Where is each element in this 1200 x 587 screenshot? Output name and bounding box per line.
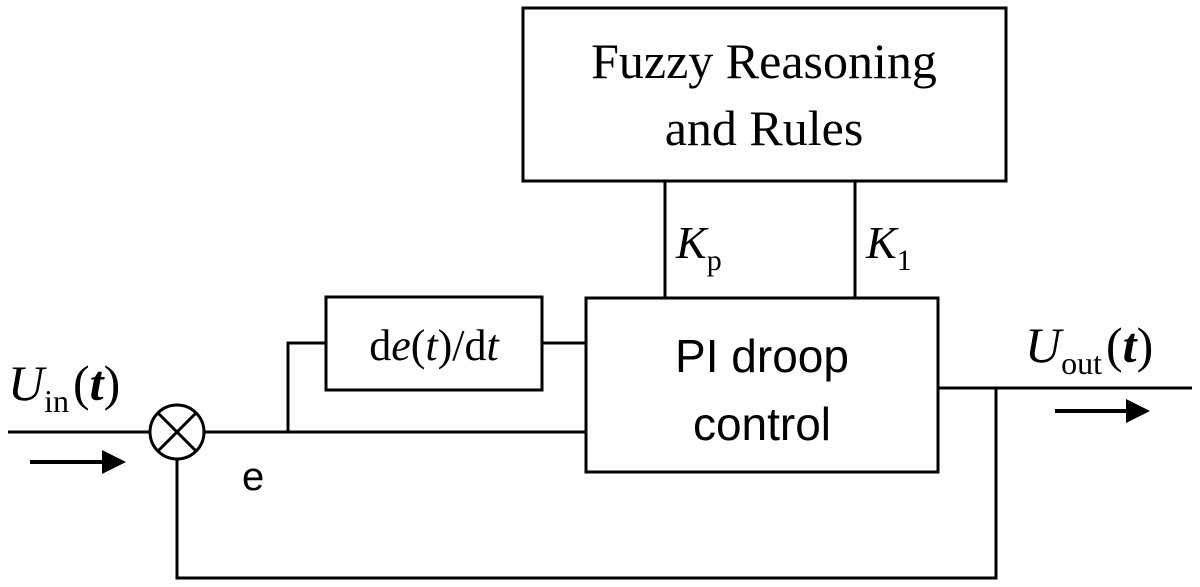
uout-label: Uout(t) xyxy=(1025,317,1153,381)
output-direction-arrow xyxy=(1055,399,1150,423)
fuzzy-block-label-line2: and Rules xyxy=(665,100,864,156)
derivative-label: de(t)/dt xyxy=(369,321,500,370)
pi-block-label-line1: PI droop xyxy=(675,330,849,382)
kp-sub: p xyxy=(707,244,722,277)
fuzzy-reasoning-block: Fuzzy Reasoning and Rules xyxy=(521,6,1008,183)
pi-droop-control-block: PI droop control xyxy=(584,296,940,474)
uin-label: Uin(t) xyxy=(8,355,120,419)
ki-main: K xyxy=(865,217,899,268)
derivative-arg: t xyxy=(425,321,439,370)
input-direction-arrow xyxy=(30,450,126,474)
uin-paren-open: ( xyxy=(73,355,90,411)
uout-paren-open: ( xyxy=(1106,317,1123,373)
kp-label: Kp xyxy=(675,217,722,277)
uout-sub: out xyxy=(1061,345,1102,381)
derivative-paren-open: ( xyxy=(411,321,426,370)
uout-main: U xyxy=(1025,317,1064,373)
uin-main: U xyxy=(8,355,47,411)
derivative-d: d xyxy=(369,321,391,370)
derivative-block: de(t)/dt xyxy=(324,295,544,392)
error-label: e xyxy=(242,455,264,499)
uin-sub: in xyxy=(44,383,69,419)
kp-main: K xyxy=(675,217,709,268)
derivative-branch-wire xyxy=(286,341,326,432)
ki-label: K1 xyxy=(865,217,912,277)
uin-paren-close: ) xyxy=(104,355,121,411)
derivative-tail: t xyxy=(487,321,501,370)
derivative-slash: /d xyxy=(452,321,486,370)
derivative-paren-close: ) xyxy=(438,321,453,370)
summing-junction xyxy=(148,403,206,461)
feedback-wire xyxy=(175,388,998,580)
derivative-var: e xyxy=(391,321,411,370)
uin-arg: t xyxy=(90,355,106,411)
uout-paren-close: ) xyxy=(1137,317,1154,373)
pi-block-label-line2: control xyxy=(693,398,831,450)
fuzzy-block-label-line1: Fuzzy Reasoning xyxy=(591,33,937,89)
uout-arg: t xyxy=(1123,317,1139,373)
ki-sub: 1 xyxy=(897,244,912,277)
